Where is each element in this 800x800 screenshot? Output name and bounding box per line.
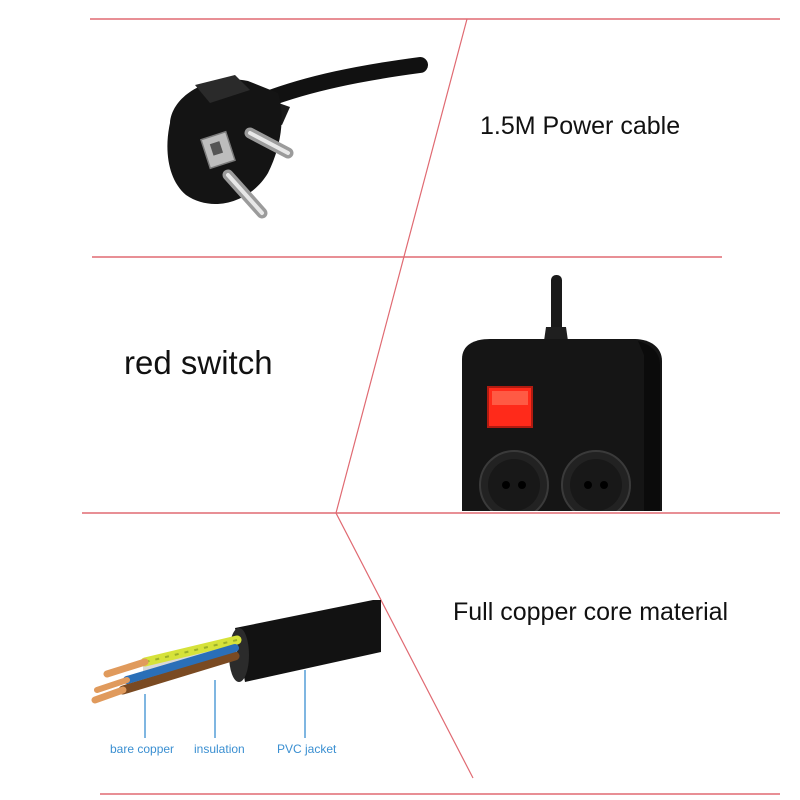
cable-cross-section-icon bbox=[91, 600, 381, 738]
copper-core-caption: Full copper core material bbox=[453, 598, 729, 626]
power-strip-icon bbox=[462, 275, 662, 511]
pvc-jacket-label: PVC jacket bbox=[277, 742, 337, 756]
red-switch-caption: red switch bbox=[124, 344, 273, 381]
diagonal-divider bbox=[335, 18, 474, 779]
insulation-label: insulation bbox=[194, 742, 245, 756]
euro-plug-icon bbox=[167, 57, 428, 219]
power-cable-caption: 1.5M Power cable bbox=[480, 112, 681, 140]
bare-copper-label: bare copper bbox=[110, 742, 175, 756]
